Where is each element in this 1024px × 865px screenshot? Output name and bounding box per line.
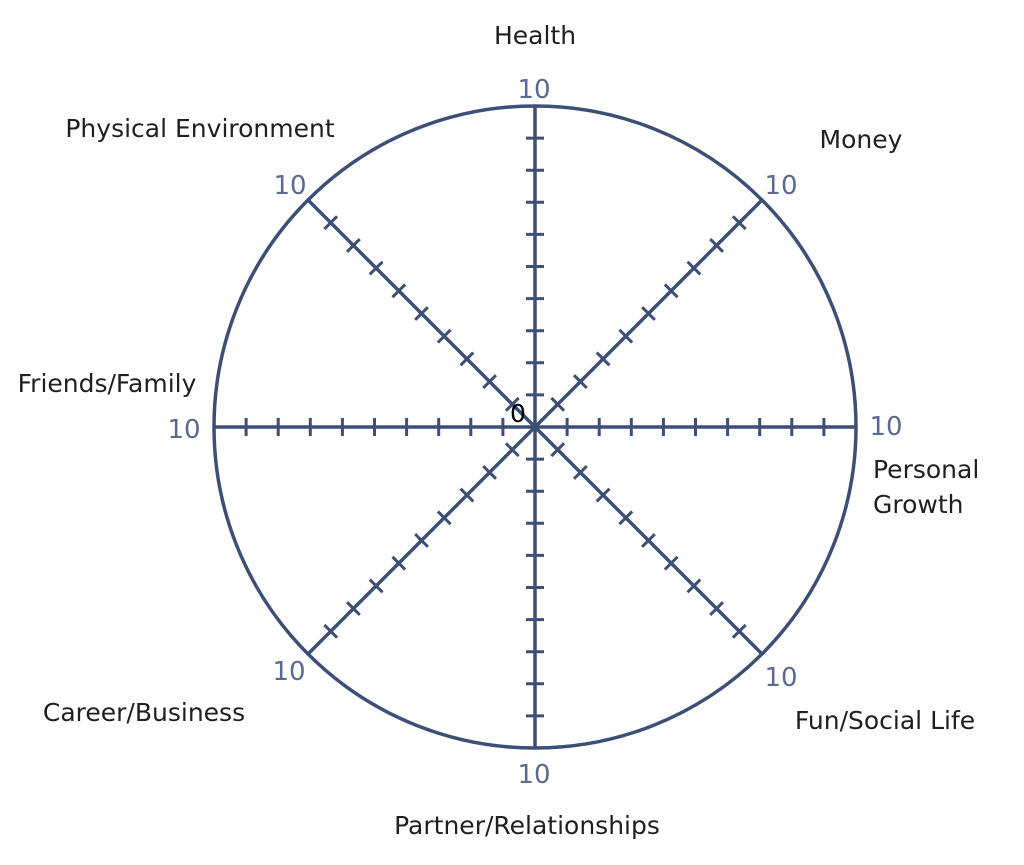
scale-max-label: 10: [517, 75, 550, 105]
category-label-friends-family: Friends/Family: [18, 369, 197, 398]
tick-mark: [391, 555, 407, 571]
tick-mark: [323, 623, 339, 639]
tick-mark: [550, 396, 566, 412]
category-label-money: Money: [820, 125, 903, 154]
tick-mark: [686, 578, 702, 594]
tick-mark: [482, 464, 498, 480]
tick-mark: [641, 533, 656, 548]
category-label-personal-growth: Growth: [873, 490, 964, 519]
scale-max-label: 10: [273, 171, 306, 201]
tick-mark: [323, 215, 339, 231]
category-label-fun-social-life: Fun/Social Life: [795, 706, 975, 735]
zero-label: 0: [510, 399, 526, 428]
tick-mark: [345, 601, 361, 617]
scale-max-label: 10: [764, 171, 797, 201]
tick-mark: [595, 487, 611, 503]
scale-max-label: 10: [272, 657, 305, 687]
category-label-physical-environment: Physical Environment: [65, 114, 334, 143]
tick-mark: [391, 283, 407, 299]
tick-mark: [572, 374, 588, 390]
category-label-personal-growth: Personal: [873, 455, 979, 484]
tick-mark: [368, 260, 384, 276]
tick-mark: [414, 533, 429, 548]
scale-max-label: 10: [869, 412, 902, 442]
spoke-line: [306, 198, 764, 656]
category-label-career-business: Career/Business: [43, 698, 245, 727]
tick-mark: [686, 260, 702, 276]
tick-mark: [731, 215, 747, 231]
category-label-health: Health: [494, 21, 576, 50]
tick-mark: [459, 351, 475, 367]
tick-mark: [663, 555, 679, 571]
tick-mark: [436, 510, 452, 526]
category-label-partner-relationships: Partner/Relationships: [394, 811, 660, 840]
scale-max-label: 10: [517, 760, 550, 790]
tick-mark: [414, 306, 429, 321]
tick-mark: [504, 442, 520, 458]
tick-mark: [618, 510, 634, 526]
tick-mark: [572, 464, 588, 480]
tick-mark: [709, 237, 725, 253]
tick-mark: [663, 283, 679, 299]
tick-mark: [550, 442, 566, 458]
tick-mark: [482, 374, 498, 390]
tick-mark: [459, 487, 475, 503]
tick-mark: [368, 578, 384, 594]
tick-mark: [641, 306, 656, 321]
tick-mark: [709, 601, 725, 617]
scale-max-label: 10: [167, 415, 200, 445]
tick-mark: [595, 351, 611, 367]
tick-mark: [504, 396, 520, 412]
tick-mark: [731, 623, 747, 639]
tick-mark: [436, 328, 452, 344]
scale-max-label: 10: [764, 663, 797, 693]
tick-mark: [345, 237, 361, 253]
tick-mark: [618, 328, 634, 344]
